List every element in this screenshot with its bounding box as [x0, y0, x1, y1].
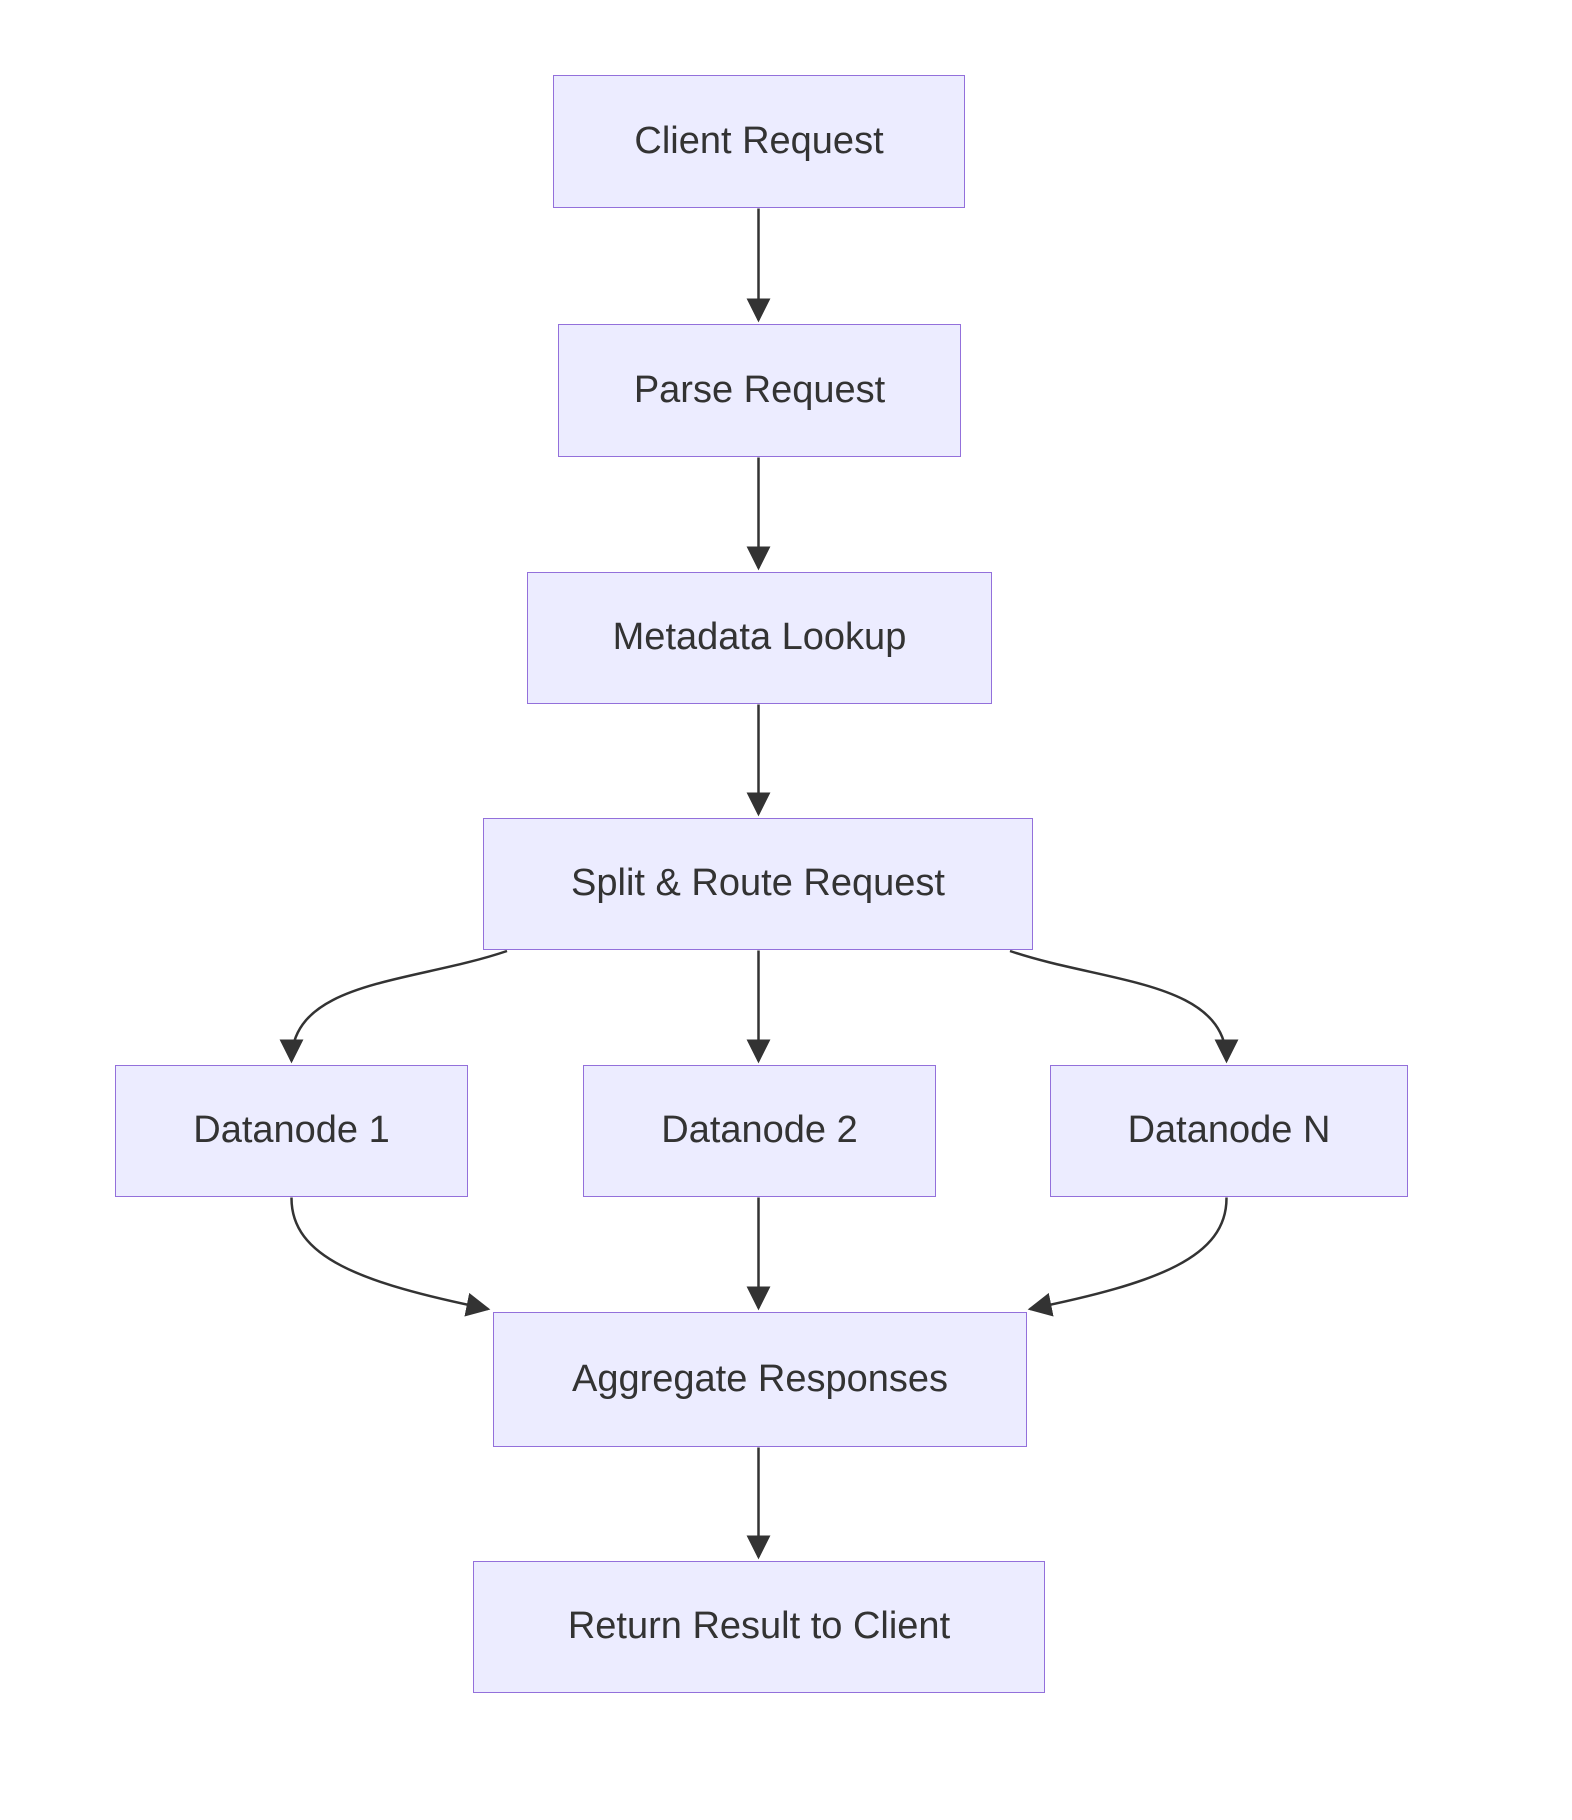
node-split-route-request: Split & Route Request	[483, 818, 1033, 950]
node-parse-request-label: Parse Request	[633, 368, 886, 411]
edge-split-to-datanodeN	[1009, 949, 1239, 1064]
edge-split-to-datanode1	[279, 949, 508, 1064]
node-parse-request: Parse Request	[558, 324, 961, 457]
node-return-result-to-client: Return Result to Client	[473, 1561, 1045, 1693]
edge-datanodeN-to-aggregate	[1027, 1197, 1228, 1317]
node-datanode-1-label: Datanode 1	[193, 1109, 390, 1152]
node-client-request: Client Request	[553, 75, 965, 208]
node-datanode-n-label: Datanode N	[1127, 1109, 1331, 1152]
node-split-route-request-label: Split & Route Request	[571, 862, 945, 905]
edge-datanode1-to-aggregate	[290, 1197, 491, 1317]
node-aggregate-responses: Aggregate Responses	[493, 1312, 1027, 1447]
node-datanode-2-label: Datanode 2	[661, 1109, 858, 1152]
node-aggregate-responses-label: Aggregate Responses	[571, 1357, 949, 1400]
node-datanode-1: Datanode 1	[115, 1065, 468, 1197]
node-datanode-2: Datanode 2	[583, 1065, 936, 1197]
node-return-result-to-client-label: Return Result to Client	[567, 1605, 951, 1648]
node-metadata-lookup: Metadata Lookup	[527, 572, 992, 704]
node-datanode-n: Datanode N	[1050, 1065, 1408, 1197]
node-metadata-lookup-label: Metadata Lookup	[612, 616, 907, 659]
node-client-request-label: Client Request	[634, 119, 884, 162]
